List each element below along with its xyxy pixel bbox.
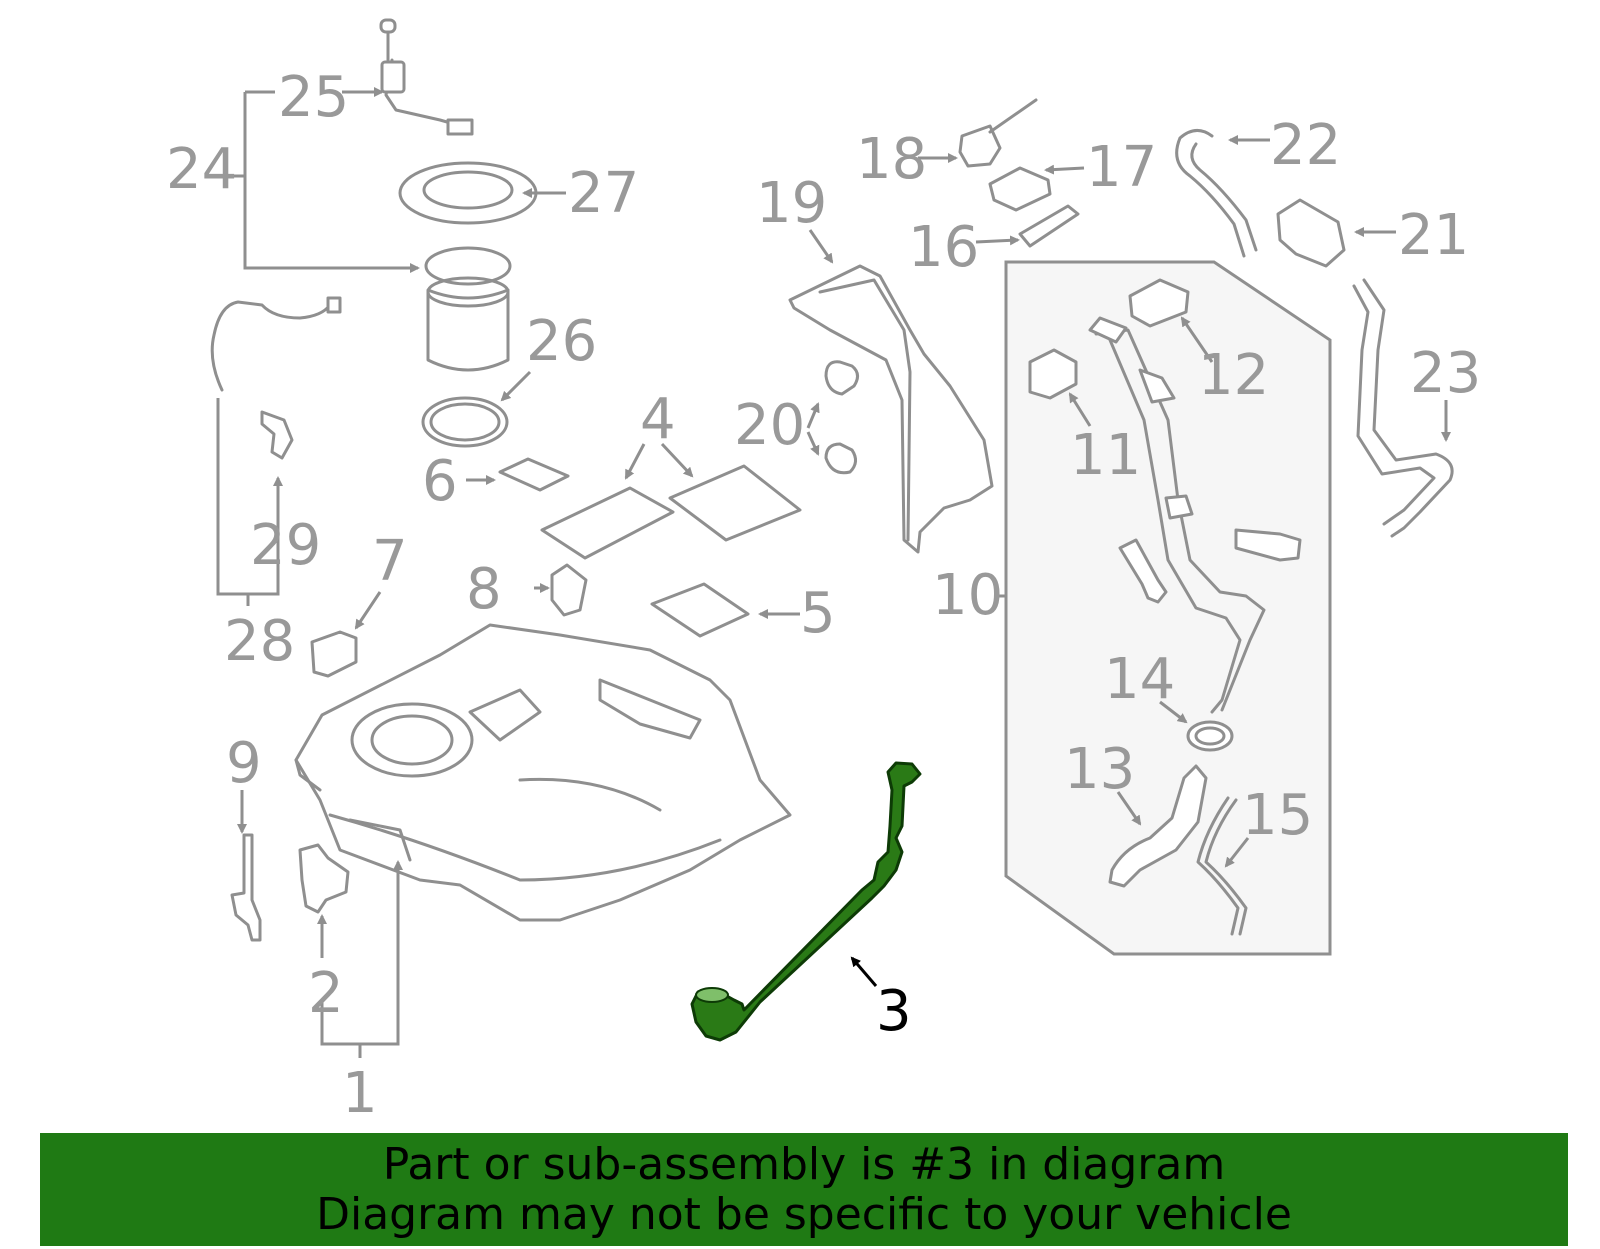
callout-14: 14 xyxy=(1104,647,1175,712)
vent-hose-part xyxy=(210,296,342,392)
clip-8-part xyxy=(550,563,588,617)
callout-12: 12 xyxy=(1198,343,1269,408)
callout-20: 20 xyxy=(734,393,805,458)
callout-28: 28 xyxy=(224,609,295,674)
callout-29: 29 xyxy=(250,513,321,578)
bracket-7-part xyxy=(310,630,358,678)
bolt-part xyxy=(1118,528,1302,604)
pad-5-part xyxy=(650,582,750,638)
callout-9: 9 xyxy=(226,731,262,796)
callout-8: 8 xyxy=(466,557,502,622)
heat-shield-19-part xyxy=(788,264,994,554)
filler-pipe-part xyxy=(1088,316,1266,714)
fuel-pump-sender-part xyxy=(379,18,474,136)
hose-22-part xyxy=(1175,129,1258,258)
callout-22: 22 xyxy=(1270,113,1341,178)
callout-24: 24 xyxy=(166,137,237,202)
pads-4-part xyxy=(540,464,802,560)
callout-10: 10 xyxy=(932,563,1003,628)
callout-26: 26 xyxy=(526,309,597,374)
callout-18: 18 xyxy=(856,127,927,192)
callout-5: 5 xyxy=(800,581,836,646)
fuel-tank-part xyxy=(294,623,792,922)
sensor-part xyxy=(260,410,294,460)
clamp-14-part xyxy=(1186,720,1234,752)
bracket-11-part xyxy=(1028,348,1078,400)
callout-23: 23 xyxy=(1410,341,1481,406)
canister-21-part xyxy=(1276,198,1346,268)
callout-21: 21 xyxy=(1398,203,1469,268)
callout-27: 27 xyxy=(568,161,639,226)
filler-assembly-box xyxy=(1004,260,1332,956)
pad-17-part xyxy=(988,166,1052,212)
callout-25: 25 xyxy=(278,65,349,130)
banner-line-2: Diagram may not be specific to your vehi… xyxy=(316,1188,1292,1240)
banner-line-1: Part or sub-assembly is #3 in diagram xyxy=(382,1138,1226,1190)
hose-13-part xyxy=(1108,764,1208,888)
fuel-tank-band-part-3 xyxy=(690,761,922,1042)
info-banner: Part or sub-assembly is #3 in diagram Di… xyxy=(40,1133,1568,1246)
gasket-ring-part xyxy=(421,396,509,448)
callout-16: 16 xyxy=(908,215,979,280)
connector-18-part xyxy=(958,98,1038,168)
strip-16-part xyxy=(1018,204,1080,248)
callout-7: 7 xyxy=(372,529,408,594)
callout-leaders xyxy=(216,87,1451,1058)
lock-ring-part xyxy=(398,161,538,225)
callout-17: 17 xyxy=(1086,135,1157,200)
callout-11: 11 xyxy=(1070,423,1141,488)
fuel-pump-module-part xyxy=(424,246,512,372)
callout-6: 6 xyxy=(422,449,458,514)
callout-3: 3 xyxy=(876,979,912,1044)
hose-15-part xyxy=(1196,796,1248,936)
bracket-12-part xyxy=(1128,278,1190,328)
callout-13: 13 xyxy=(1064,737,1135,802)
callout-19: 19 xyxy=(756,171,827,236)
bracket-9-part xyxy=(230,833,262,942)
clip-20-part xyxy=(824,360,859,475)
callout-2: 2 xyxy=(308,961,344,1026)
valve-2-part xyxy=(298,843,350,914)
callout-1: 1 xyxy=(342,1061,378,1126)
callout-4: 4 xyxy=(640,387,676,452)
callout-15: 15 xyxy=(1242,783,1313,848)
hose-23-part xyxy=(1352,278,1454,538)
pad-6-part xyxy=(498,457,570,492)
